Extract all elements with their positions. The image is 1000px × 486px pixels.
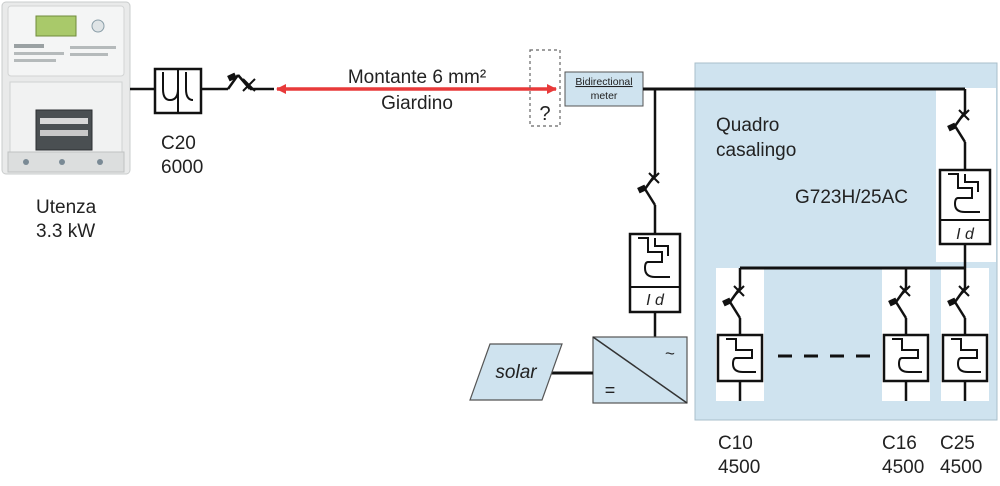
meter-display: [35, 15, 77, 37]
solar-differential-switch: [637, 172, 660, 206]
solar-label: solar: [495, 362, 537, 383]
bidirectional-meter-box: [564, 71, 644, 107]
panel-differential-model: G723H/25AC: [795, 187, 908, 208]
unknown-device-box: [529, 49, 561, 127]
riser-label-location: Giardino: [381, 93, 453, 114]
panel-differential-breaker: [938, 168, 992, 246]
branch-c10-type: C10: [718, 433, 753, 454]
branch-c10-circuit: [716, 268, 764, 401]
inverter-dc-symbol: =: [605, 380, 616, 400]
branch-c16-rating: 4500: [882, 457, 924, 478]
riser-label-size: Montante 6 mm²: [348, 67, 486, 88]
branch-c25-circuit: [941, 268, 989, 401]
main-breaker-symbol: [153, 67, 203, 115]
meter-label: Utenza: [36, 197, 97, 218]
energy-meter-photo: [1, 1, 131, 175]
inverter-box: [592, 336, 688, 404]
bidirectional-meter-sublabel: meter: [591, 90, 618, 102]
branch-c25-type: C25: [940, 433, 975, 454]
panel-differential-switch: [947, 109, 970, 143]
branch-c16-type: C16: [882, 433, 917, 454]
bidirectional-meter-label: Bidirectional: [575, 76, 632, 88]
inverter-ac-symbol: ~: [665, 344, 675, 363]
branch-c10-rating: 4500: [718, 457, 760, 478]
solar-differential-symbol: I d: [646, 292, 665, 309]
panel-title-line2: casalingo: [716, 140, 796, 161]
unknown-device-symbol: ?: [539, 103, 550, 125]
main-breaker-type: C20: [161, 133, 196, 154]
solar-panel-shape: [469, 343, 563, 401]
branch-c16-circuit: [882, 268, 930, 401]
meter-power: 3.3 kW: [36, 221, 95, 242]
main-breaker-rating: 6000: [161, 157, 203, 178]
branch-c25-rating: 4500: [940, 457, 982, 478]
panel-title-line1: Quadro: [716, 115, 779, 136]
panel-differential-symbol: I d: [956, 226, 975, 243]
